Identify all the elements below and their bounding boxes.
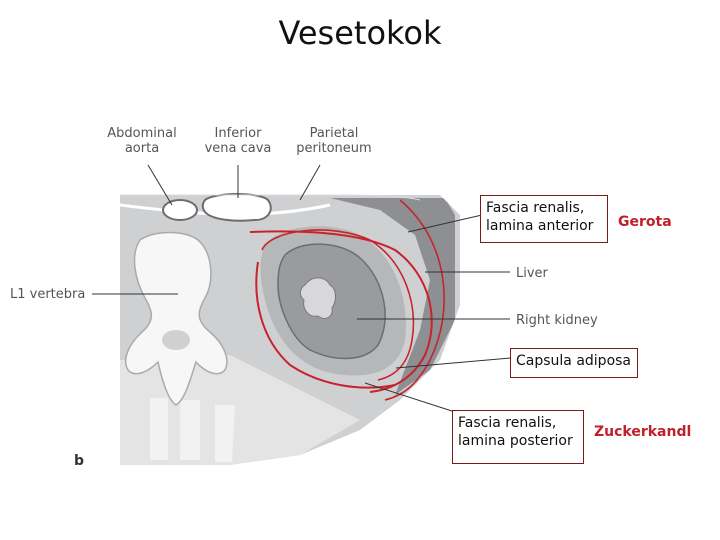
- label-parietal-peritoneum: Parietal peritoneum: [292, 126, 376, 156]
- eponym-gerota: Gerota: [618, 214, 672, 230]
- box-fascia-anterior: Fascia renalis, lamina anterior: [480, 195, 608, 243]
- label-inferior-vena-cava: Inferior vena cava: [200, 126, 276, 156]
- eponym-zuckerkandl: Zuckerkandl: [594, 424, 691, 440]
- label-right-kidney: Right kidney: [516, 313, 598, 328]
- label-l1-vertebra: L1 vertebra: [10, 287, 85, 302]
- label-abdominal-aorta: Abdominal aorta: [100, 126, 184, 156]
- abdominal-aorta-shape: [163, 200, 197, 220]
- inferior-vena-cava-shape: [203, 194, 271, 221]
- box-fascia-posterior: Fascia renalis, lamina posterior: [452, 410, 584, 464]
- box-capsula-adiposa: Capsula adiposa: [510, 348, 638, 378]
- label-liver: Liver: [516, 266, 548, 281]
- figure-letter: b: [74, 454, 84, 469]
